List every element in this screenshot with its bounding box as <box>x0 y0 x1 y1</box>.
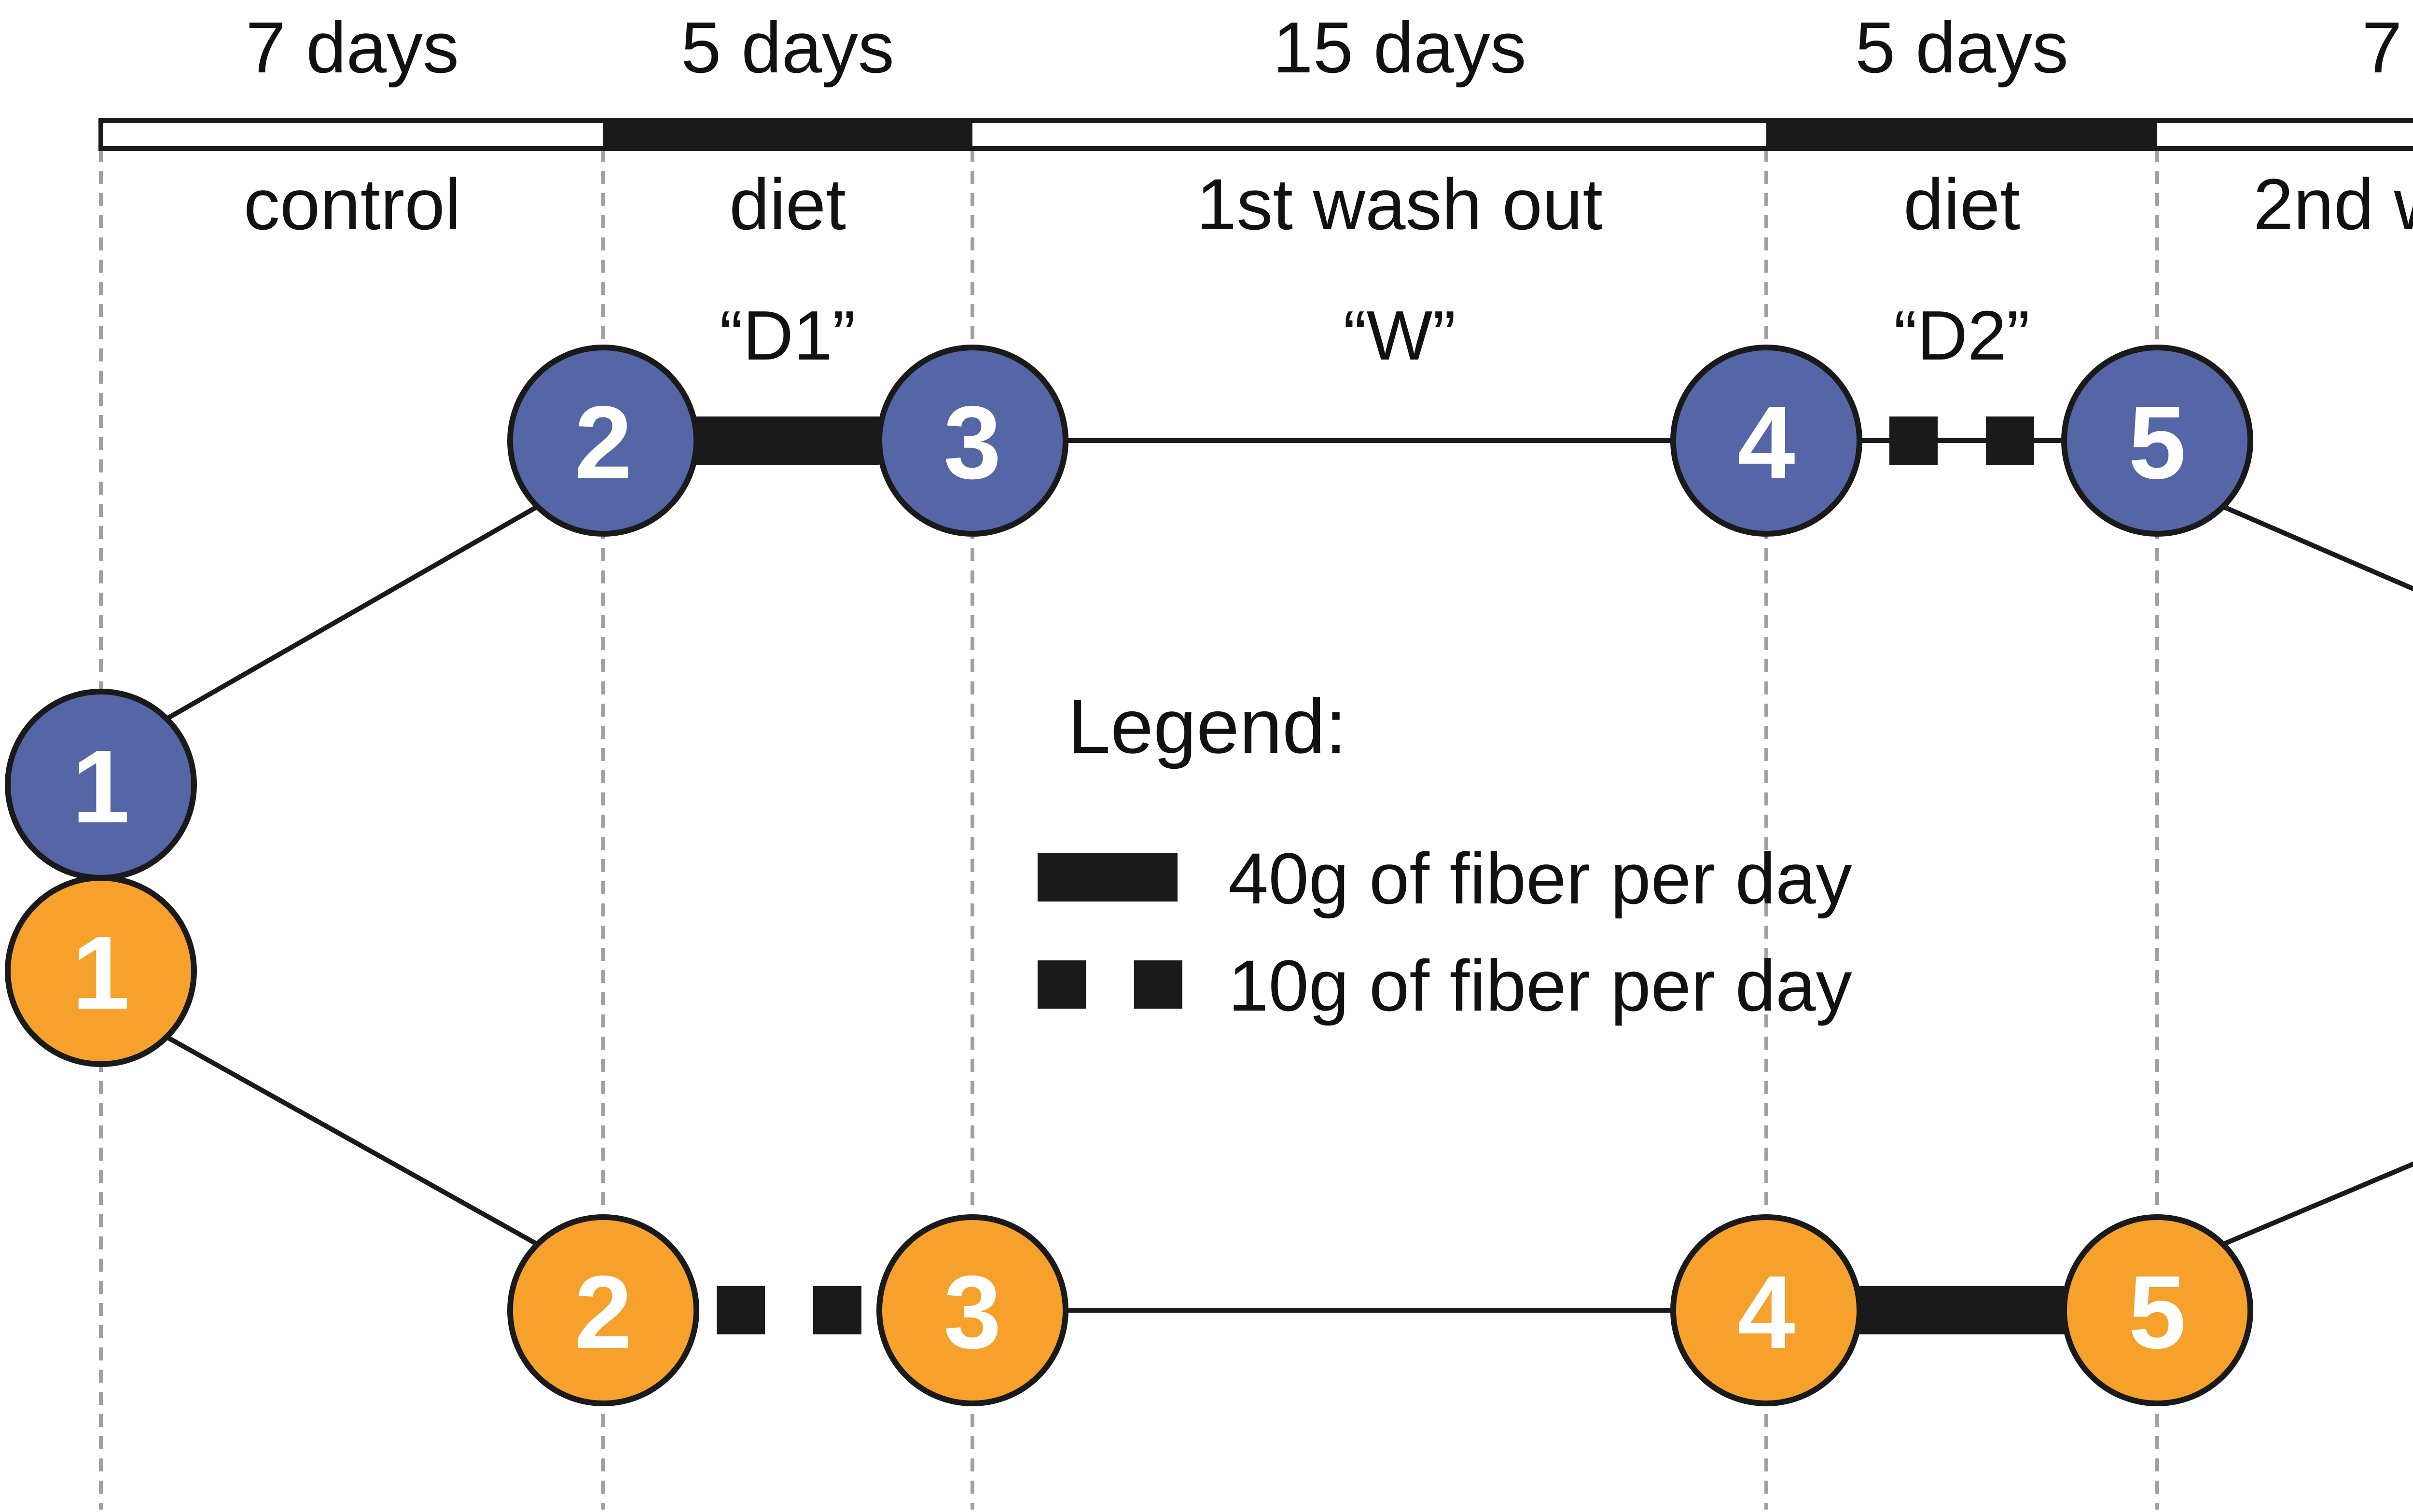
blue-node-3-circle <box>876 345 1068 537</box>
orange-node-4-circle <box>1670 1214 1862 1406</box>
legend-40g-label: 40g of fiber per day <box>1228 838 1852 919</box>
timeline-bar-diet1-segment <box>603 121 972 149</box>
blue-node-4-circle <box>1670 345 1862 537</box>
phase-label-control: control <box>244 164 461 245</box>
duration-label-diet2: 5 days <box>1855 7 2068 88</box>
orange-node-2-number: 2 <box>574 1254 632 1370</box>
orange-node-2-circle <box>507 1214 699 1406</box>
orange-node-1-circle <box>5 875 197 1067</box>
timeline-bar-outline <box>98 118 2413 151</box>
phase-code-d2: “D2” <box>1894 296 2030 375</box>
orange-node-5-circle <box>2061 1214 2253 1406</box>
timeline-bar <box>98 118 2413 151</box>
duration-label-diet1: 5 days <box>681 7 894 88</box>
orange-node-5-number: 5 <box>2128 1254 2186 1370</box>
legend: Legend: 40g of fiber per day 10g of fibe… <box>1038 683 1852 1026</box>
orange-node-4-number: 4 <box>1737 1254 1795 1370</box>
fiber-10g-square-blue-b <box>1986 416 2034 465</box>
orange-arm-node-numbers: 1 2 3 4 5 6 <box>72 915 2186 1370</box>
blue-arm-nodes <box>5 345 2253 881</box>
fiber-40g-bars <box>696 416 2064 1334</box>
phase-labels-row: control diet 1st wash out diet 2nd wash … <box>244 164 2413 245</box>
fiber-40g-bar-orange-4-5 <box>1859 1286 2064 1334</box>
phase-label-washout1: 1st wash out <box>1196 164 1603 245</box>
blue-node-5-circle <box>2061 345 2253 537</box>
blue-node-2-circle <box>507 345 699 537</box>
phase-label-washout2: 2nd wash out <box>2253 164 2413 245</box>
legend-10g-swatch-icon-b <box>1134 960 1182 1009</box>
fiber-10g-square-blue-a <box>1889 416 1938 465</box>
blue-node-5-number: 5 <box>2128 384 2186 500</box>
orange-node-3-number: 3 <box>943 1254 1001 1370</box>
connector-blue-5-6 <box>2222 504 2413 592</box>
timeline-bar-diet2-segment <box>1766 121 2157 149</box>
duration-labels-row: 7 days 5 days 15 days 5 days 7 days <box>246 7 2413 88</box>
legend-title: Legend: <box>1068 683 1346 769</box>
duration-label-control: 7 days <box>246 7 459 88</box>
blue-node-2-number: 2 <box>574 384 632 500</box>
blue-node-3-number: 3 <box>943 384 1001 500</box>
phase-code-w: “W” <box>1343 296 1456 375</box>
connector-blue-1-2 <box>166 504 539 721</box>
orange-node-1-number: 1 <box>72 915 130 1031</box>
orange-arm-nodes <box>5 875 2253 1406</box>
phase-label-diet1: diet <box>729 164 846 245</box>
legend-40g-swatch-icon <box>1038 853 1178 902</box>
orange-node-3-circle <box>876 1214 1068 1406</box>
blue-arm-node-numbers: 1 2 3 4 5 6 <box>72 384 2186 845</box>
fiber-10g-squares <box>717 416 2034 1334</box>
phase-code-d1: “D1” <box>720 296 856 375</box>
fiber-10g-square-orange-b <box>813 1286 861 1334</box>
phase-label-diet2: diet <box>1903 164 2020 245</box>
duration-label-washout2: 7 days <box>2362 7 2413 88</box>
connector-orange-1-2 <box>166 1035 539 1247</box>
blue-node-1-number: 1 <box>72 728 130 845</box>
legend-10g-swatch-icon-a <box>1038 960 1086 1009</box>
duration-label-washout1: 15 days <box>1273 7 1526 88</box>
connector-orange-5-6 <box>2222 1161 2413 1247</box>
fiber-40g-bar-blue-2-3 <box>696 416 879 465</box>
fiber-10g-square-orange-a <box>717 1286 765 1334</box>
phase-code-row: “D1” “W” “D2” <box>720 296 2030 375</box>
legend-10g-label: 10g of fiber per day <box>1228 945 1852 1026</box>
blue-node-4-number: 4 <box>1737 384 1795 500</box>
